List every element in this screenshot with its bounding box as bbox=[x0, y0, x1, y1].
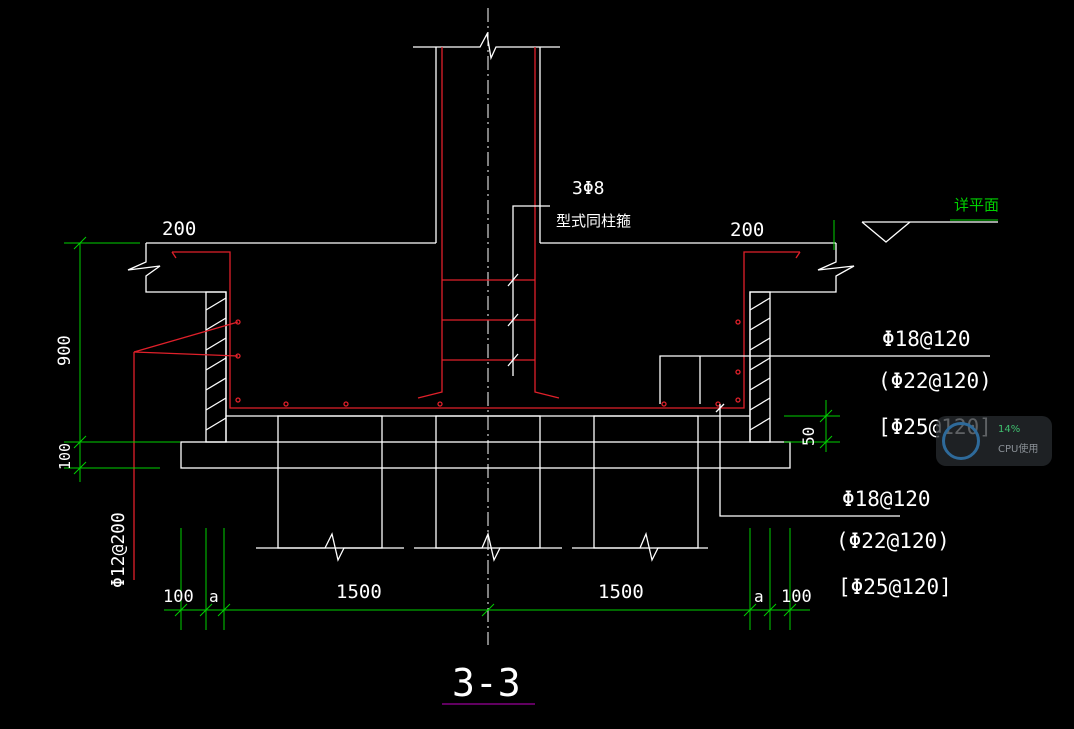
bottom-dim-a-right: a bbox=[754, 587, 764, 606]
bottom-dim-1500-left: 1500 bbox=[336, 581, 382, 603]
ground-line-left bbox=[127, 242, 436, 442]
cpu-gauge-icon bbox=[942, 422, 980, 460]
dimension-lines bbox=[64, 219, 998, 630]
piles bbox=[256, 415, 708, 562]
cpu-usage-widget[interactable]: 14% CPU使用 bbox=[936, 416, 1052, 466]
cpu-label: CPU使用 bbox=[998, 444, 1039, 455]
bottom-dim-a-left: a bbox=[209, 587, 219, 606]
elevation-ref-label: 详平面 bbox=[954, 196, 999, 214]
rebar-lower-alt2: [Φ25@120] bbox=[838, 575, 952, 599]
ground-line-right bbox=[540, 242, 855, 442]
pile-cap bbox=[180, 415, 791, 469]
rebar-upper-main: Φ18@120 bbox=[882, 327, 971, 351]
cpu-percent: 14% bbox=[998, 424, 1021, 435]
dim-50-label: 50 bbox=[799, 427, 818, 446]
bottom-dim-100-right: 100 bbox=[781, 587, 812, 607]
rebar-lower-main: Φ18@120 bbox=[842, 487, 931, 511]
dim-200-left: 200 bbox=[162, 218, 196, 240]
section-title: 3-3 bbox=[452, 661, 521, 705]
stirrup-note-label: 型式同柱箍 bbox=[556, 212, 631, 230]
leader-lines bbox=[507, 205, 998, 517]
height-900-label: 900 bbox=[55, 335, 75, 366]
rebar-lower-alt1: (Φ22@120) bbox=[836, 529, 950, 553]
bottom-dim-100-left: 100 bbox=[163, 587, 194, 607]
wall-left bbox=[205, 291, 227, 443]
bottom-dim-1500-right: 1500 bbox=[598, 581, 644, 603]
column-outline bbox=[413, 32, 560, 243]
dim-200-right: 200 bbox=[730, 219, 764, 241]
rebar-upper-alt1: (Φ22@120) bbox=[878, 369, 992, 393]
wall-right bbox=[749, 291, 771, 443]
height-100-label: 100 bbox=[56, 443, 74, 470]
rebar-cage bbox=[133, 47, 801, 580]
stirrup-count-label: 3Φ8 bbox=[572, 178, 605, 199]
side-rebar-label: Φ12@200 bbox=[108, 512, 129, 588]
